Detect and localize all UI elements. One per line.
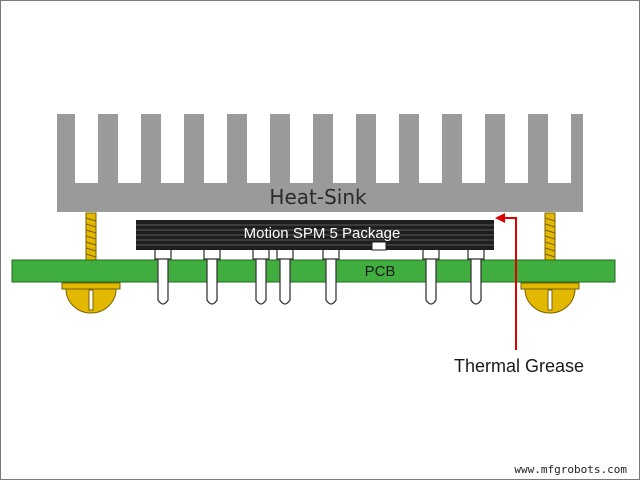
heat-sink-label: Heat-Sink — [269, 185, 367, 209]
thermal-grease-label: Thermal Grease — [454, 356, 584, 376]
lead — [279, 249, 291, 305]
pcb-label: PCB — [365, 263, 396, 280]
arrowhead-icon — [495, 213, 505, 223]
watermark: www.mfgrobots.com — [514, 463, 627, 476]
pcb-board — [11, 259, 616, 283]
spm-package — [136, 220, 494, 251]
lead — [425, 249, 437, 305]
lead — [157, 249, 169, 305]
heat-sink — [57, 114, 583, 212]
thermal-grease-arrow — [503, 217, 517, 350]
lead — [206, 249, 218, 305]
lead — [470, 249, 482, 305]
lead — [325, 249, 337, 305]
package-label: Motion SPM 5 Package — [244, 225, 401, 242]
left-screw — [61, 212, 121, 314]
lead — [255, 249, 267, 305]
package-leads — [157, 249, 482, 305]
right-screw — [520, 212, 580, 314]
